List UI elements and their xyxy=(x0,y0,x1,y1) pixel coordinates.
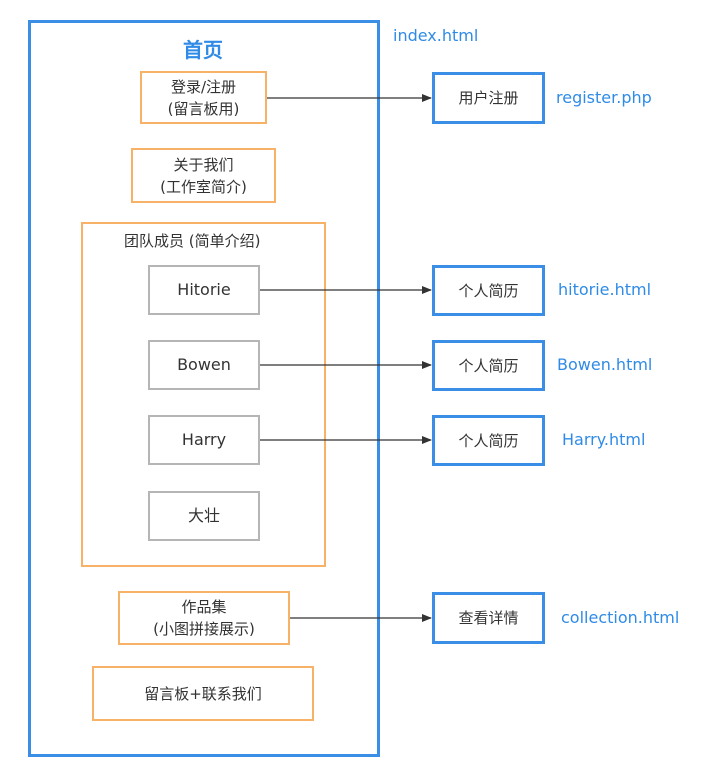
home-page-container xyxy=(28,20,380,757)
member-hitorie-label: Hitorie xyxy=(177,280,231,299)
bowen-resume-box[interactable]: 个人简历 xyxy=(432,340,545,391)
team-members-group xyxy=(81,222,326,567)
bowen-resume-label: 个人简历 xyxy=(458,356,519,375)
works-collection-line1: 作品集 xyxy=(181,598,227,616)
collection-file-label: collection.html xyxy=(561,608,680,627)
about-us-line1: 关于我们 xyxy=(173,155,234,174)
home-file-label: index.html xyxy=(393,26,479,45)
bowen-file-label: Bowen.html xyxy=(557,355,653,374)
login-register-line2: (留言板用) xyxy=(167,99,240,118)
register-target-label: 用户注册 xyxy=(458,89,519,107)
about-us-box[interactable]: 关于我们 (工作室简介) xyxy=(131,148,276,203)
member-harry-box[interactable]: Harry xyxy=(148,415,260,465)
member-bowen-box[interactable]: Bowen xyxy=(148,340,260,390)
guestbook-contact-label: 留言板+联系我们 xyxy=(144,684,262,703)
harry-resume-label: 个人简历 xyxy=(458,431,519,450)
works-collection-box[interactable]: 作品集 (小图拼接展示) xyxy=(118,591,290,645)
home-title: 首页 xyxy=(183,38,223,62)
harry-file-label: Harry.html xyxy=(562,430,646,449)
member-hitorie-box[interactable]: Hitorie xyxy=(148,265,260,315)
hitorie-resume-label: 个人简历 xyxy=(458,281,519,300)
register-file-label: register.php xyxy=(556,88,652,107)
about-us-line2: (工作室简介) xyxy=(160,177,247,196)
login-register-line1: 登录/注册 xyxy=(170,77,237,96)
collection-details-box[interactable]: 查看详情 xyxy=(432,592,545,644)
works-collection-line2: (小图拼接展示) xyxy=(153,620,255,638)
team-members-title: 团队成员 (简单介绍) xyxy=(124,232,261,250)
hitorie-file-label: hitorie.html xyxy=(558,280,652,299)
guestbook-contact-box[interactable]: 留言板+联系我们 xyxy=(92,666,314,721)
login-register-box[interactable]: 登录/注册 (留言板用) xyxy=(140,71,267,124)
member-bowen-label: Bowen xyxy=(177,355,231,374)
harry-resume-box[interactable]: 个人简历 xyxy=(432,415,545,466)
member-dazhuang-box[interactable]: 大壮 xyxy=(148,491,260,541)
member-harry-label: Harry xyxy=(181,430,227,449)
member-dazhuang-label: 大壮 xyxy=(187,506,220,525)
collection-details-label: 查看详情 xyxy=(458,609,519,627)
hitorie-resume-box[interactable]: 个人简历 xyxy=(432,265,545,316)
register-target-box[interactable]: 用户注册 xyxy=(432,72,545,124)
